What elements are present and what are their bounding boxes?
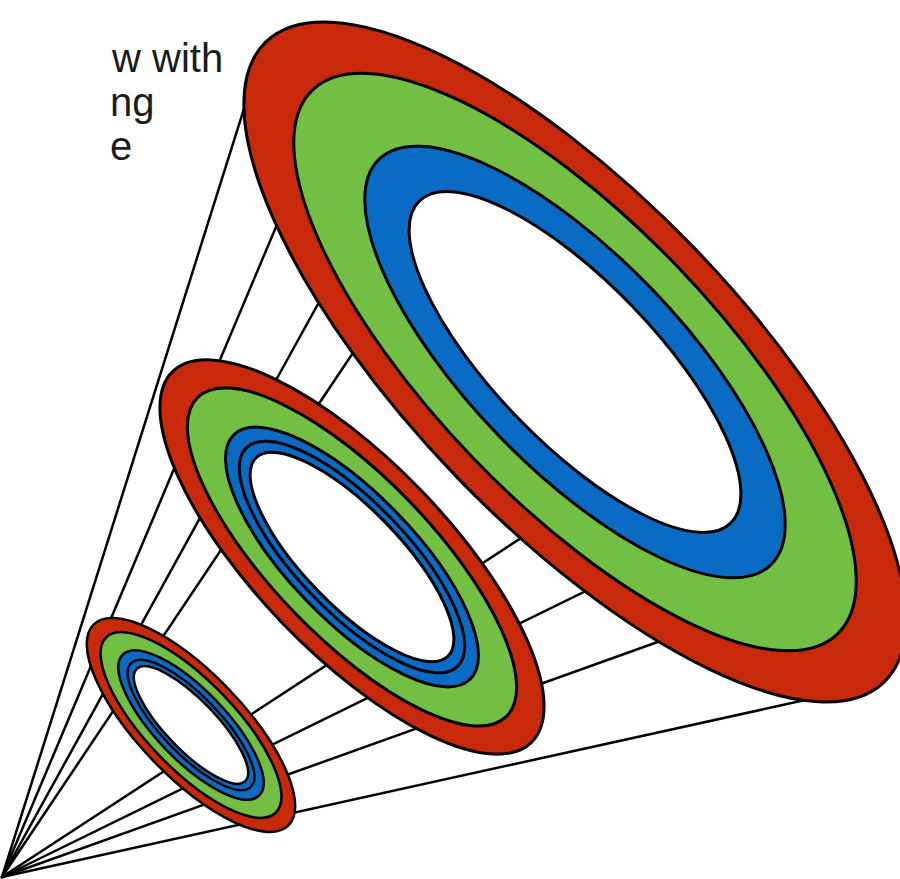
blue-inner-line [110,643,271,807]
text-fragment: w with [112,36,223,80]
red-ring [104,305,601,810]
blue-inner-line [207,409,497,704]
ring-set-middle [104,305,601,810]
text-fragment: e [110,124,132,168]
ring-set-small [56,588,325,862]
white-core [222,424,483,689]
white-core [119,652,263,799]
text-fragment: ng [110,80,155,124]
red-ring [56,588,325,862]
blue-ring [189,391,516,723]
blue-ring [98,630,285,820]
green-ring [75,607,308,844]
